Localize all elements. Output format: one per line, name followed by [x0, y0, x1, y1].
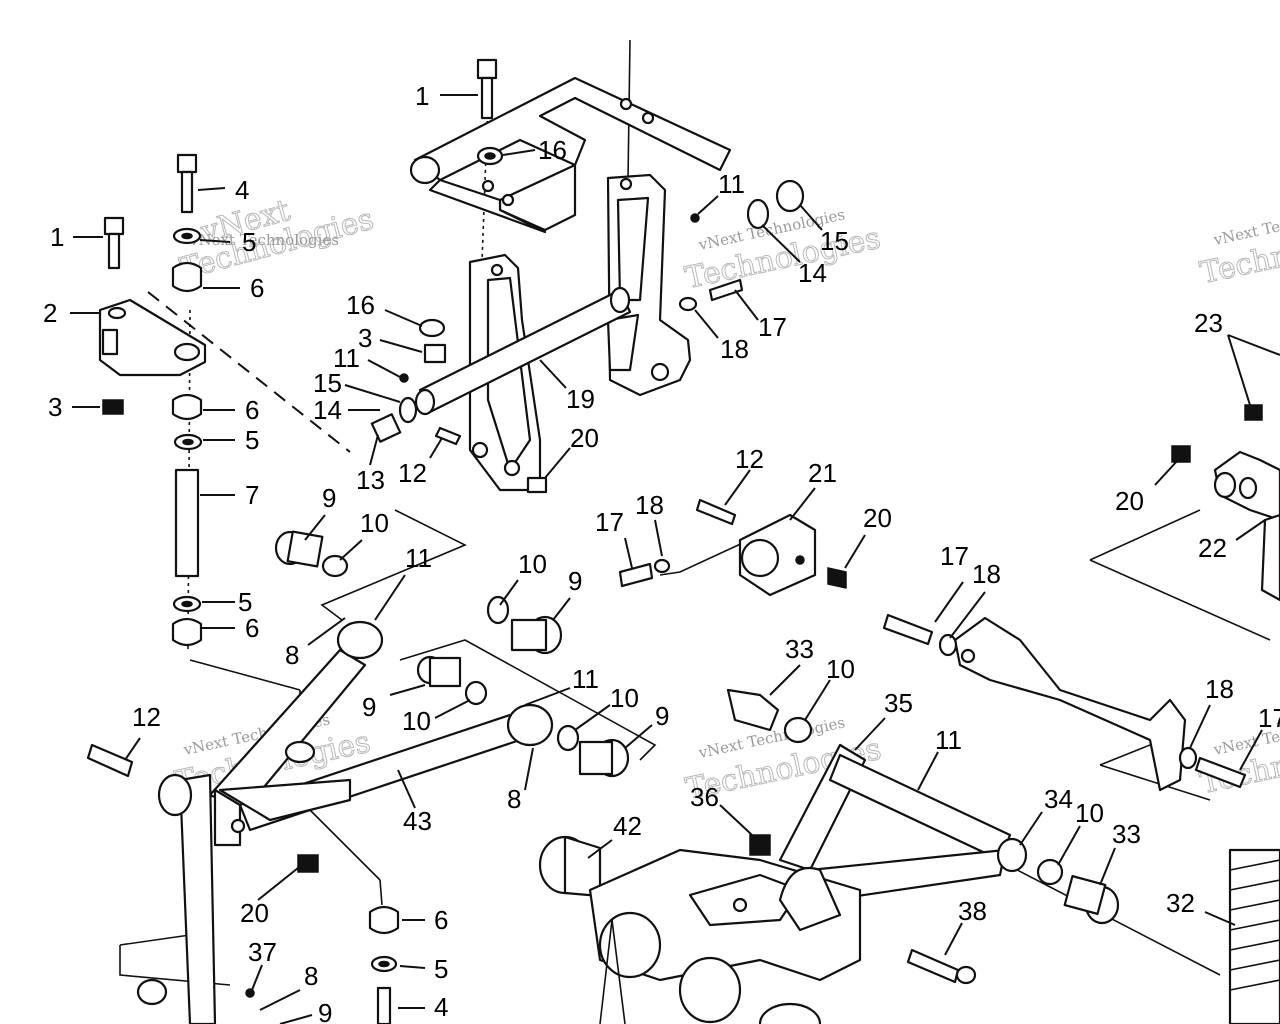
- callout-8: 8: [507, 784, 521, 814]
- callout-12: 12: [132, 702, 161, 732]
- watermark: vNext Technologies Technologies: [1197, 200, 1280, 291]
- stabilizer-bracket: [98, 298, 207, 415]
- callout-5: 5: [434, 954, 448, 984]
- callout-5: 5: [242, 227, 256, 257]
- callout-22: 22: [1198, 533, 1227, 563]
- callout-21: 21: [808, 458, 837, 488]
- callout-10: 10: [360, 508, 389, 538]
- callout-10: 10: [402, 706, 431, 736]
- callout-19: 19: [566, 384, 595, 414]
- upper-a-arm: [208, 620, 554, 847]
- callout-18: 18: [1205, 674, 1234, 704]
- lower-trailing-arm: [726, 688, 1120, 925]
- pivot-hardware: [399, 179, 805, 494]
- callout-10: 10: [1075, 798, 1104, 828]
- guide-lines: [119, 39, 1271, 986]
- watermark: vNext Technologies Technologies: [682, 205, 884, 296]
- callout-18: 18: [720, 334, 749, 364]
- callout-12: 12: [398, 458, 427, 488]
- callout-17: 17: [940, 541, 969, 571]
- callout-9: 9: [318, 998, 332, 1024]
- callout-11: 11: [333, 343, 360, 373]
- callout-8: 8: [285, 640, 299, 670]
- callout-20: 20: [240, 898, 269, 928]
- callout-6: 6: [245, 395, 259, 425]
- far-right-assembly: [1171, 404, 1280, 1024]
- bolt-left: [103, 216, 125, 270]
- callout-14: 14: [798, 258, 827, 288]
- callout-11: 11: [405, 543, 432, 573]
- bolt-top-center: [476, 58, 504, 166]
- callout-14: 14: [313, 395, 342, 425]
- callout-15: 15: [820, 226, 849, 256]
- bushings: [274, 530, 630, 778]
- callout-3: 3: [358, 323, 372, 353]
- rear-mount-casting: [538, 834, 977, 1024]
- callout-4: 4: [434, 992, 448, 1022]
- callout-38: 38: [958, 896, 987, 926]
- callout-42: 42: [613, 811, 642, 841]
- callout-33: 33: [785, 634, 814, 664]
- callout-32: 32: [1166, 888, 1195, 918]
- callout-7: 7: [245, 480, 259, 510]
- callout-9: 9: [362, 692, 376, 722]
- callout-3: 3: [48, 392, 62, 422]
- leader-lines: [70, 94, 1280, 1024]
- callout-37: 37: [248, 937, 277, 967]
- callout-labels: 1 16 4 1 5 6 2 3 6 5 7 5 6 16 3 11 15 14…: [43, 81, 1280, 1024]
- bolt-4-top: [176, 153, 198, 214]
- callout-6: 6: [245, 613, 259, 643]
- callout-16: 16: [346, 290, 375, 320]
- callout-20: 20: [1115, 486, 1144, 516]
- callout-34: 34: [1044, 784, 1073, 814]
- right-linkage: [882, 613, 1247, 792]
- lower-left-hardware: [86, 743, 400, 1024]
- callout-17: 17: [595, 507, 624, 537]
- callout-10: 10: [610, 683, 639, 713]
- callout-4: 4: [235, 175, 249, 205]
- callout-6: 6: [434, 905, 448, 935]
- frame-crossmember: [409, 76, 732, 234]
- callout-33: 33: [1112, 819, 1141, 849]
- callout-15: 15: [313, 368, 342, 398]
- stabilizer-link-column: [171, 227, 203, 647]
- callout-9: 9: [322, 483, 336, 513]
- callout-20: 20: [863, 503, 892, 533]
- callout-17: 17: [758, 312, 787, 342]
- callout-1: 1: [50, 222, 64, 252]
- callout-18: 18: [635, 490, 664, 520]
- callout-43: 43: [403, 806, 432, 836]
- callout-16: 16: [538, 135, 567, 165]
- callout-2: 2: [43, 298, 57, 328]
- callout-17: 17: [1258, 703, 1280, 733]
- torsion-shaft: [370, 286, 632, 443]
- pivot-block: [618, 498, 847, 597]
- callout-6: 6: [250, 273, 264, 303]
- callout-23: 23: [1194, 308, 1223, 338]
- callout-1: 1: [415, 81, 429, 111]
- callout-11: 11: [572, 664, 599, 694]
- callout-11: 11: [935, 725, 962, 755]
- callout-18: 18: [972, 559, 1001, 589]
- watermark-small: vNext Technologies: [189, 231, 339, 249]
- callout-11: 11: [718, 169, 745, 199]
- callout-10: 10: [518, 549, 547, 579]
- callout-10: 10: [826, 654, 855, 684]
- callout-8: 8: [304, 961, 318, 991]
- callout-35: 35: [884, 688, 913, 718]
- callout-36: 36: [690, 782, 719, 812]
- pivot-bracket-right: [606, 173, 692, 397]
- callout-12: 12: [735, 444, 764, 474]
- callout-13: 13: [356, 465, 385, 495]
- callout-9: 9: [655, 701, 669, 731]
- callout-5: 5: [238, 587, 252, 617]
- callout-9: 9: [568, 566, 582, 596]
- callout-5: 5: [245, 425, 259, 455]
- callout-20: 20: [570, 423, 599, 453]
